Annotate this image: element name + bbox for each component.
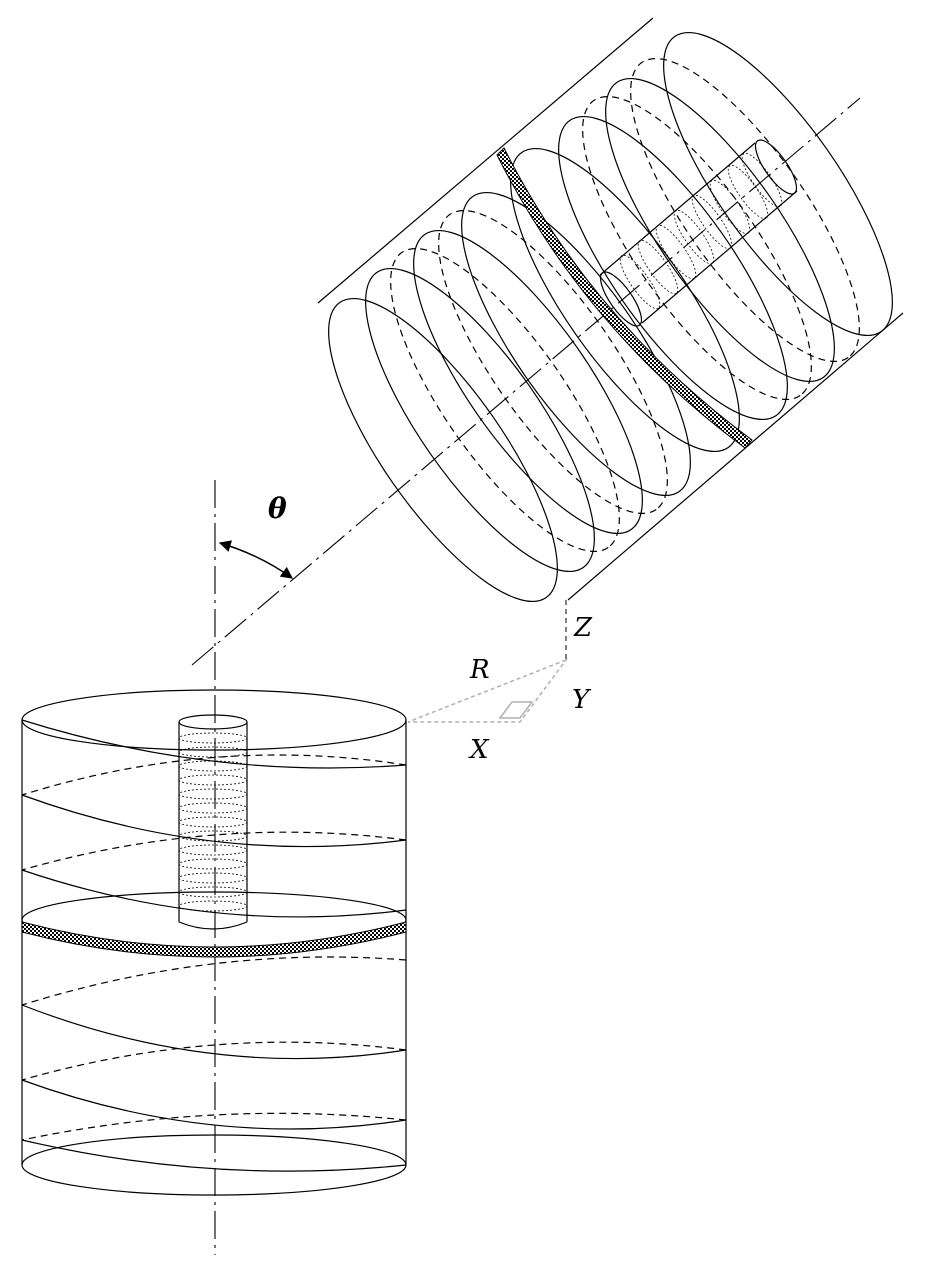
coordinate-system: Z R Y X <box>407 600 593 765</box>
tilted-baffle-disc <box>510 147 740 453</box>
y-axis-label: Y <box>572 685 592 715</box>
xy-plane-marker <box>498 701 534 719</box>
tilted-cylinder-lower-wall <box>567 312 904 601</box>
tilted-baffle-mesh-band <box>496 147 753 449</box>
tilted-cylinder-near-cap <box>328 297 558 603</box>
r-label: R <box>469 655 490 685</box>
r-vector <box>407 658 569 723</box>
theta-label: θ <box>268 492 287 525</box>
vertical-cylinder-bottom-cap <box>21 1134 407 1196</box>
tilted-helical-coil <box>365 57 860 573</box>
vertical-inner-tube <box>178 714 248 930</box>
tilted-cylinder <box>191 17 904 666</box>
tilted-inner-tube <box>599 139 798 327</box>
theta-arc <box>218 540 293 579</box>
vertical-cylinder-top-cap <box>21 689 407 751</box>
vertical-baffle-mesh-band <box>21 921 407 958</box>
z-axis-label: Z <box>573 613 593 643</box>
angle-indicator: θ <box>218 492 293 579</box>
vertical-cylinder <box>21 480 407 1255</box>
tilted-cylinder-upper-wall <box>317 17 654 304</box>
x-axis-label: X <box>468 735 490 765</box>
vertical-helical-coil <box>21 719 407 1172</box>
